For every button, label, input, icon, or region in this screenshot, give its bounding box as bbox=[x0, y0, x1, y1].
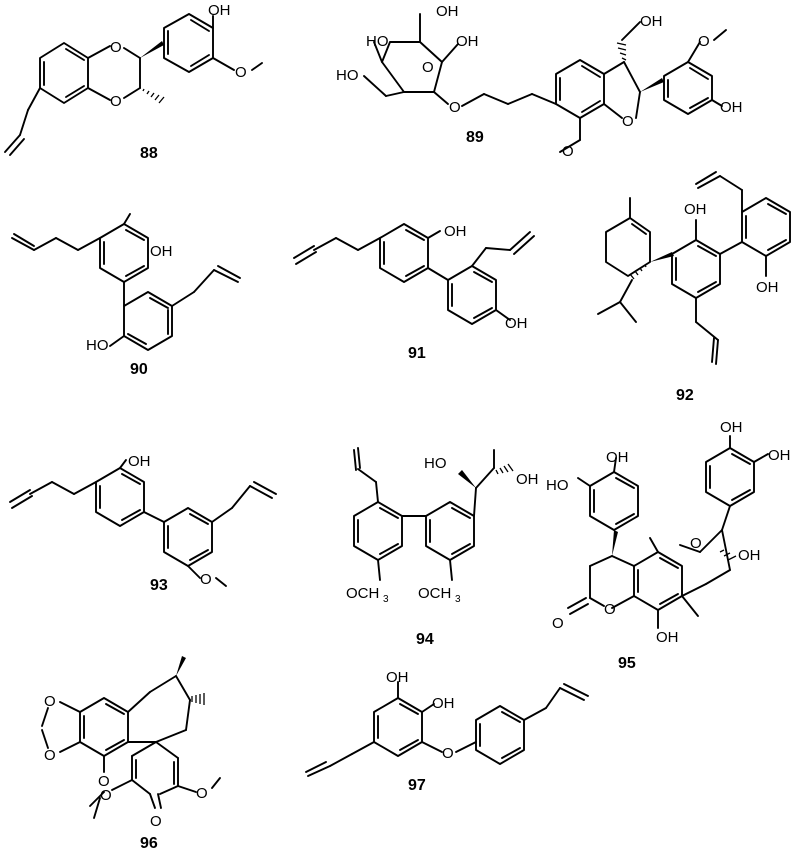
atom-oh: OH bbox=[432, 695, 455, 712]
compound-number-94: 94 bbox=[416, 631, 434, 648]
atom-oh: OH bbox=[656, 629, 679, 646]
structure-95: OH OH OH O OH HO O O OH 95 bbox=[546, 419, 791, 672]
atom-oh: OH bbox=[684, 201, 707, 218]
structure-91: OH OH 91 bbox=[293, 223, 535, 362]
atom-oh: OH bbox=[606, 449, 629, 466]
atom-o: O bbox=[552, 615, 564, 632]
compound-number-93: 93 bbox=[150, 577, 168, 594]
compound-number-95: 95 bbox=[618, 655, 636, 672]
atom-o: O bbox=[200, 571, 212, 588]
atom-o: O bbox=[196, 785, 208, 802]
compound-number-88: 88 bbox=[140, 145, 158, 162]
atom-o: O bbox=[44, 693, 56, 710]
compound-number-97: 97 bbox=[408, 777, 426, 794]
atom-oh: OH bbox=[756, 279, 779, 296]
atom-o: O bbox=[110, 93, 122, 110]
atom-oh: OH bbox=[640, 13, 663, 30]
atom-o: O bbox=[235, 64, 247, 81]
atom-o: O bbox=[449, 99, 461, 116]
atom-o: O bbox=[100, 787, 112, 804]
atom-oh: OH bbox=[208, 2, 231, 19]
structure-93: OH O 93 bbox=[9, 453, 277, 594]
atom-ho: HO bbox=[86, 337, 109, 354]
atom-o: O bbox=[422, 59, 434, 76]
atom-oh: OH bbox=[505, 315, 528, 332]
atom-o: O bbox=[98, 773, 110, 790]
atom-oh: OH bbox=[436, 3, 459, 20]
atom-ho: HO bbox=[424, 455, 447, 472]
structure-94: HO OH OCH 3 OCH 3 94 bbox=[346, 447, 539, 648]
atom-oh: OH bbox=[738, 547, 761, 564]
atom-oh: OH bbox=[720, 419, 743, 436]
atom-oh: OH bbox=[128, 453, 151, 470]
structure-92: OH OH 92 bbox=[597, 171, 791, 404]
structure-90: OH HO 90 bbox=[11, 213, 241, 378]
atom-och: OCH bbox=[418, 585, 451, 602]
atom-ho: HO bbox=[336, 67, 359, 84]
structure-88: O O OH O 88 bbox=[4, 2, 263, 162]
atom-o: O bbox=[690, 535, 702, 552]
atom-o: O bbox=[442, 745, 454, 762]
atom-oh: OH bbox=[516, 471, 539, 488]
atom-oh: OH bbox=[720, 99, 743, 116]
compound-number-90: 90 bbox=[130, 361, 148, 378]
atom-o: O bbox=[604, 601, 616, 618]
atom-oh: OH bbox=[444, 223, 467, 240]
structure-89: OH HO OH O HO O O OH O OH O 89 bbox=[336, 3, 743, 160]
structure-96: O O O O O O 96 bbox=[41, 656, 221, 852]
atom-ho: HO bbox=[366, 33, 389, 50]
structure-97: OH OH O 97 bbox=[305, 669, 589, 794]
compound-number-89: 89 bbox=[466, 129, 484, 146]
atom-oh: OH bbox=[150, 243, 173, 260]
atom-subscript: 3 bbox=[455, 594, 461, 605]
atom-och: OCH bbox=[346, 585, 379, 602]
atom-o: O bbox=[150, 813, 162, 830]
atom-oh: OH bbox=[456, 33, 479, 50]
atom-ho: HO bbox=[546, 477, 569, 494]
atom-o: O bbox=[698, 33, 710, 50]
compound-number-96: 96 bbox=[140, 835, 158, 852]
atom-o: O bbox=[622, 113, 634, 130]
atom-subscript: 3 bbox=[383, 594, 389, 605]
atom-o: O bbox=[562, 143, 574, 160]
atom-o: O bbox=[110, 39, 122, 56]
compound-number-92: 92 bbox=[676, 387, 694, 404]
atom-oh: OH bbox=[768, 447, 791, 464]
atom-oh: OH bbox=[386, 669, 409, 686]
atom-o: O bbox=[44, 747, 56, 764]
compound-number-91: 91 bbox=[408, 345, 426, 362]
